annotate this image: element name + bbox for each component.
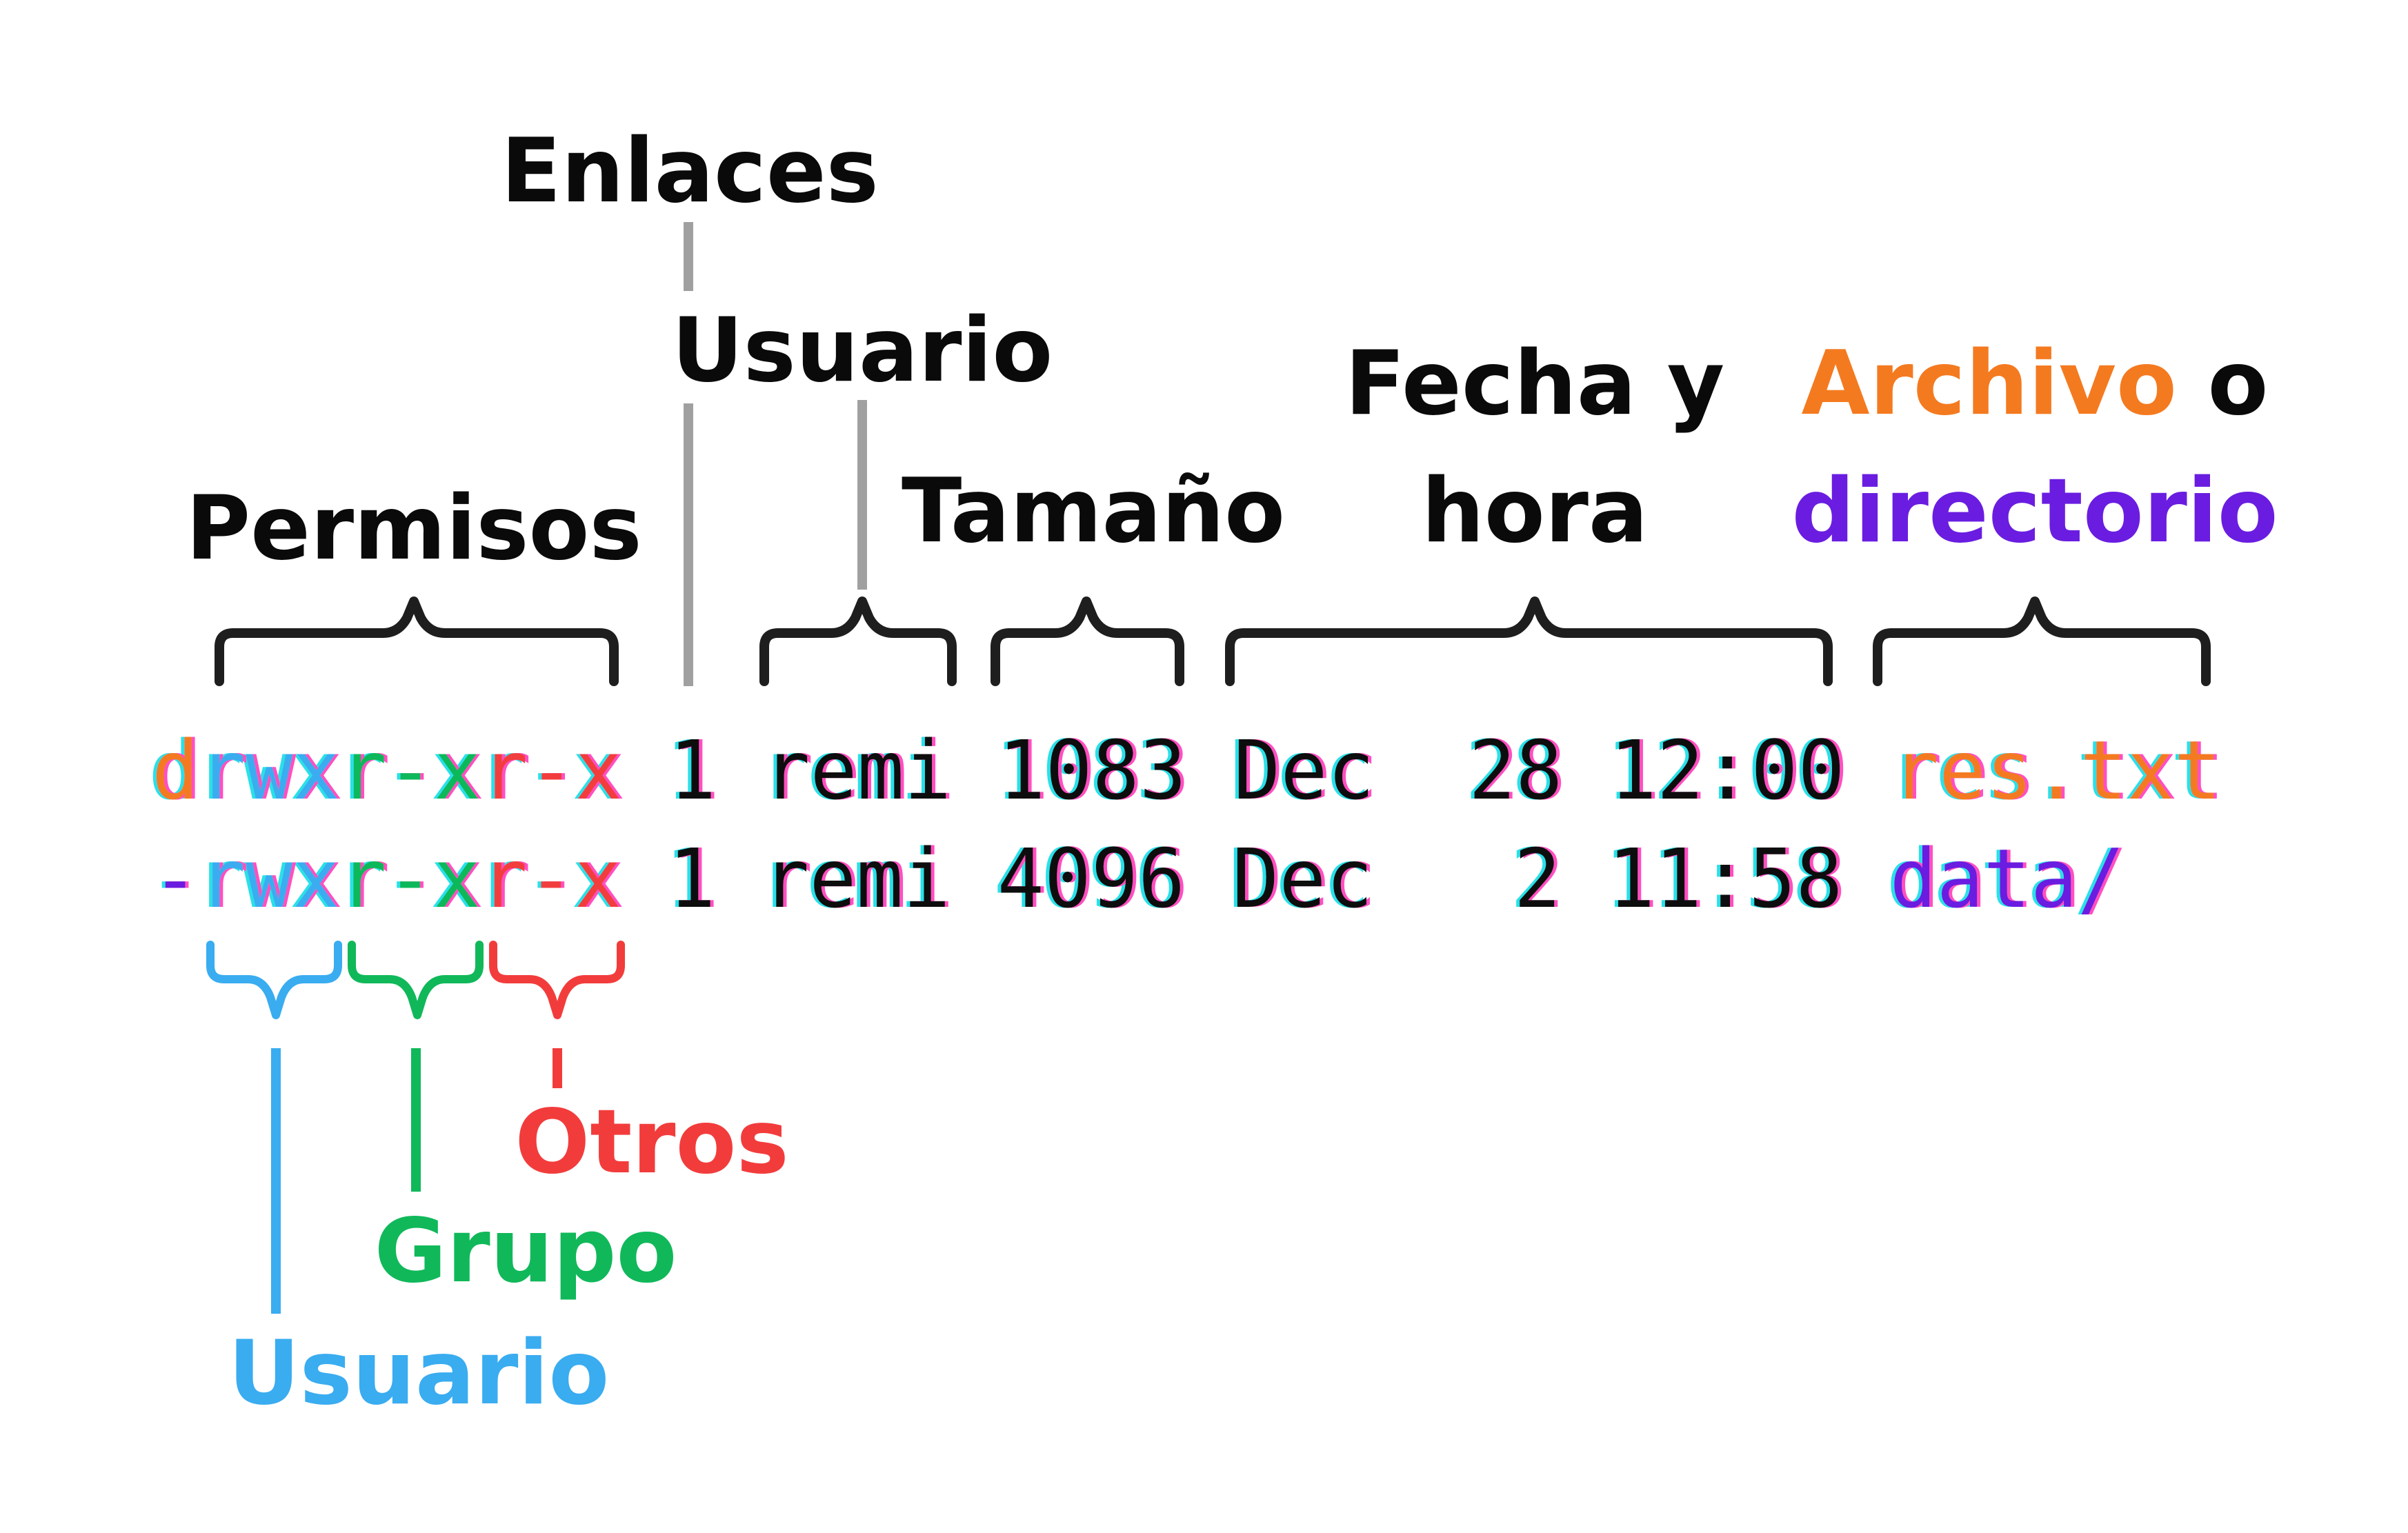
bracket-name (1873, 597, 2211, 686)
bracket-user-perms (206, 941, 342, 1019)
row1-day: 28 (1469, 723, 1562, 818)
row1-month: Dec (1233, 723, 1375, 818)
row1-type: d (152, 723, 199, 818)
bottom-connectors (271, 1048, 562, 1314)
row2-perm-group: r-x (339, 831, 480, 926)
label-group: Grupo (375, 1200, 677, 1303)
label-owner-user: Usuario (672, 299, 1053, 402)
row1-name: res.txt (1892, 723, 2221, 818)
top-brackets (215, 597, 2211, 686)
label-datetime-line2: hora (1422, 460, 1649, 563)
row2-size: 4096 (997, 831, 1185, 926)
bottom-brackets (206, 941, 625, 1019)
row1-perm-user: rwx (199, 723, 340, 818)
label-links: Enlaces (501, 120, 879, 223)
row2-links: 1 (668, 831, 715, 926)
label-directory: directorio (1791, 460, 2278, 563)
ls-row: drwxr-xr-x 1 remi 1083 Dec 28 12:00 res.… (152, 723, 2221, 818)
label-datetime-line1: Fecha y (1345, 332, 1724, 435)
row2-type: - (152, 831, 199, 926)
bracket-permissions (215, 597, 619, 686)
row1-owner: remi (763, 723, 951, 818)
row2-day: 2 (1514, 831, 1561, 926)
ls-output: drwxr-xr-x 1 remi 1083 Dec 28 12:00 res.… (152, 723, 2221, 926)
row1-perm-group: r-x (340, 723, 481, 818)
label-or: o (2177, 332, 2269, 435)
label-size: Tamaño (902, 460, 1285, 563)
bracket-group-perms (348, 941, 484, 1019)
bracket-owner (759, 597, 957, 686)
ls-row: -rwxr-xr-x 1 remi 4096 Dec 2 11:58 data/ (152, 831, 2125, 926)
bracket-datetime (1225, 597, 1833, 686)
label-others: Otros (515, 1091, 788, 1194)
row2-name: data/ (1890, 831, 2125, 926)
row2-perm-user: rwx (199, 831, 339, 926)
bracket-size (991, 597, 1184, 686)
bracket-other-perms (489, 941, 625, 1019)
label-file-or: Archivo o (1802, 332, 2269, 435)
row1-time: 12:00 (1610, 723, 1845, 818)
row2-perm-other: r-x (481, 831, 621, 926)
row2-time: 11:58 (1608, 831, 1842, 926)
row2-month: Dec (1232, 831, 1373, 926)
label-permissions: Permisos (186, 477, 641, 580)
row1-perm-other: r-x (481, 723, 622, 818)
label-perm-user: Usuario (228, 1322, 610, 1425)
row1-size: 1083 (998, 723, 1186, 818)
row1-links: 1 (669, 723, 716, 818)
row2-owner: remi (762, 831, 950, 926)
label-file: Archivo (1802, 332, 2177, 435)
connectors (684, 222, 867, 686)
